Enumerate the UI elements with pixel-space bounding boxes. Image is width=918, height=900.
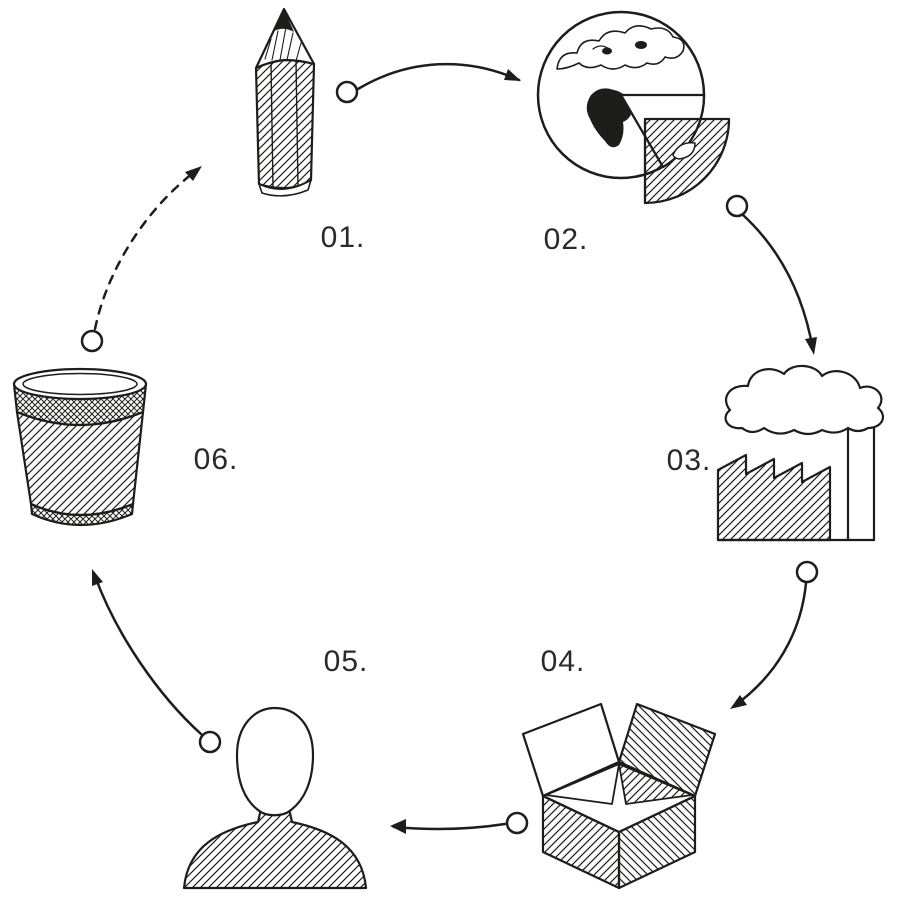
factory-building-sawtooth (716, 453, 832, 542)
pencil-cone-shading (264, 26, 302, 62)
box-inner-flap-left (545, 763, 620, 805)
pencil-end-face (258, 179, 312, 197)
connector-03-04 (730, 560, 819, 709)
step-label-02: 02. (543, 223, 589, 256)
step-label-01: 01. (320, 221, 366, 254)
arrowhead-icon (390, 819, 406, 834)
connector-02-03 (725, 194, 817, 355)
pie-slice-leaf (672, 142, 696, 160)
connector-curve (356, 62, 521, 91)
globe-continent-africa (586, 88, 632, 148)
waste-cup-icon (8, 366, 153, 536)
connector-dot (80, 329, 104, 353)
globe-land-speck (602, 47, 612, 55)
connector-curve (741, 213, 815, 352)
person-shoulders (182, 802, 368, 890)
arrowhead-icon (504, 69, 521, 81)
step-label-05: 05. (323, 645, 369, 678)
connector-05-06 (92, 569, 222, 754)
person-icon (172, 700, 377, 890)
connector-dot (725, 194, 749, 218)
person-head (235, 706, 315, 817)
factory-icon (716, 362, 888, 547)
connector-04-05 (390, 811, 529, 835)
box-face-right (617, 794, 697, 890)
pencil-body (254, 58, 316, 190)
globe-pie-icon (533, 5, 733, 210)
globe-continent-eurasia (556, 25, 685, 70)
step-label-06: 06. (193, 443, 239, 476)
open-box-icon (513, 692, 728, 892)
cup-base-band (29, 502, 135, 527)
pencil-icon (226, 6, 341, 201)
smoke-cloud (724, 364, 885, 436)
pencil-facet-line (270, 62, 274, 188)
step-label-04: 04. (540, 645, 586, 678)
step-label-03: 03. (666, 444, 712, 477)
pencil-wood-cone (254, 7, 316, 70)
connector-dot (505, 811, 529, 835)
factory-chimney (846, 420, 876, 542)
cup-inner-rim (22, 372, 138, 396)
pie-slice-quarter (643, 117, 731, 205)
connector-dot (335, 80, 359, 104)
globe-land-speck (635, 41, 647, 49)
pencil-facet-line (295, 60, 299, 187)
connector-dot (198, 730, 222, 754)
cup-opening (12, 367, 148, 401)
connector-curve (392, 822, 507, 831)
connector-06-01-dashed (80, 166, 202, 353)
connector-dot (795, 560, 819, 584)
connector-curve (732, 581, 808, 708)
box-inner-flap-right (618, 763, 693, 805)
connector-curve-dashed (93, 168, 199, 331)
arrowhead-icon (805, 337, 817, 355)
arrowhead-icon (730, 695, 747, 709)
pencil-lead-tip (274, 9, 294, 32)
arrowhead-icon (92, 569, 103, 586)
connector-curve (93, 574, 203, 736)
arrowhead-icon (185, 166, 202, 181)
connector-01-02 (335, 62, 521, 104)
cup-body (15, 410, 145, 517)
